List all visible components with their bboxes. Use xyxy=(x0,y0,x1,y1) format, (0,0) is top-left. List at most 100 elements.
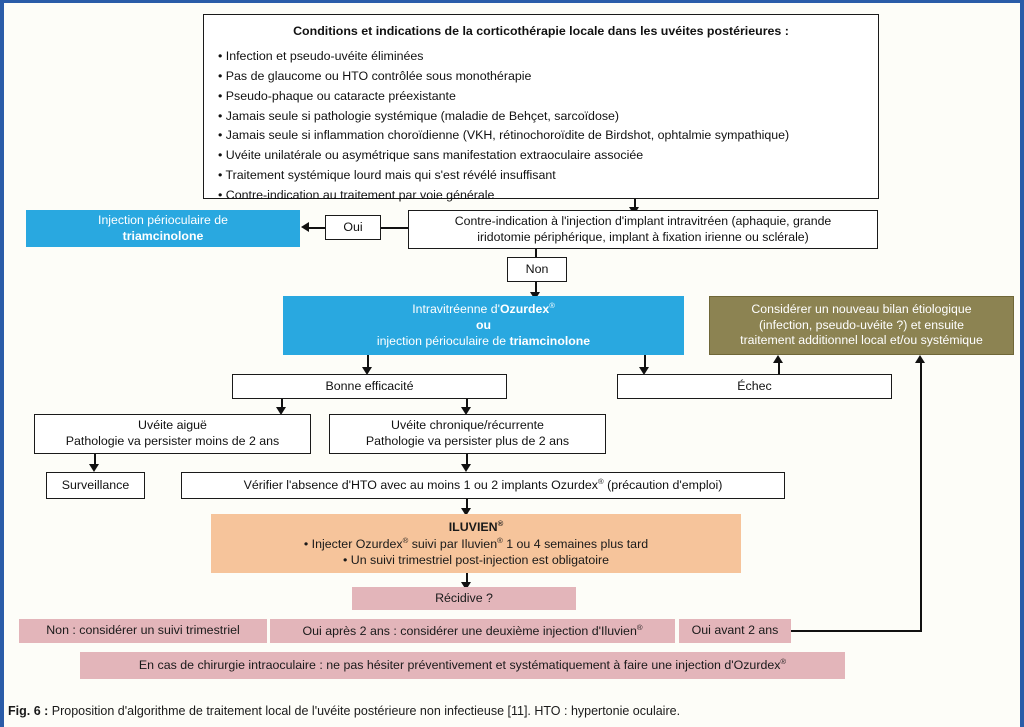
answer-yes-before-box: Oui avant 2 ans xyxy=(679,619,791,643)
condition-item: • Jamais seule si pathologie systémique … xyxy=(218,108,620,123)
good-efficacy-label: Bonne efficacité xyxy=(325,378,414,393)
ozurdex-line-1: Intravitréenne d'Ozurdex® xyxy=(412,301,555,318)
recurrence-box: Récidive ? xyxy=(352,587,576,610)
contraindication-line-2: iridotomie périphérique, implant à fixat… xyxy=(477,229,809,244)
verify-hto-box: Vérifier l'absence d'HTO avec au moins 1… xyxy=(181,472,785,499)
ozurdex-treatment-box: Intravitréenne d'Ozurdex® ou injection p… xyxy=(283,296,684,355)
iluvien-title-text: ILUVIEN xyxy=(448,519,498,534)
oui-decision-box: Oui xyxy=(325,215,381,240)
condition-item: • Jamais seule si inflammation choroïdie… xyxy=(218,128,790,143)
acute-line-2: Pathologie va persister moins de 2 ans xyxy=(65,434,280,448)
connector-conditions-to-contraindication xyxy=(634,199,637,210)
connector-ozurdex-to-failure xyxy=(644,355,647,369)
chronic-line-2: Pathologie va persister plus de 2 ans xyxy=(365,434,570,448)
failure-label: Échec xyxy=(737,378,772,393)
condition-item: • Infection et pseudo-uvéite éliminées xyxy=(218,48,424,63)
figure-caption-text: Proposition d'algorithme de traitement l… xyxy=(51,704,681,718)
connector-yes-before-horizontal xyxy=(791,630,922,633)
iluvien-title: ILUVIEN® xyxy=(449,519,504,536)
new-workup-box: Considérer un nouveau bilan étiologique … xyxy=(709,296,1014,355)
condition-item: • Traitement systémique lourd mais qui s… xyxy=(218,168,556,183)
contraindication-box: Contre-indication à l'injection d'implan… xyxy=(408,210,878,249)
ozurdex-line-3: injection périoculaire de triamcinolone xyxy=(377,334,590,350)
condition-item: • Pseudo-phaque ou cataracte préexistant… xyxy=(218,88,456,103)
registered-mark: ® xyxy=(636,622,643,632)
ozurdex-line-3-prefix: injection périoculaire de xyxy=(376,333,510,348)
arrowhead-down xyxy=(461,582,471,590)
arrowhead-left xyxy=(301,222,309,232)
connector-efficacy-to-acute xyxy=(281,399,284,410)
conditions-title: Conditions et indications de la corticot… xyxy=(293,24,789,38)
answer-yes-after-box: Oui après 2 ans : considérer une deuxièm… xyxy=(270,619,675,643)
ozurdex-brand: Ozurdex xyxy=(499,302,550,317)
iluvien-bullet-1a: • Injecter Ozurdex xyxy=(303,536,403,551)
non-decision-box: Non xyxy=(507,257,567,282)
connector-contraindication-to-non xyxy=(535,249,538,257)
chronic-line-1: Uvéite chronique/récurrente xyxy=(391,418,544,433)
connector-iluvien-to-recurrence xyxy=(466,573,469,586)
conditions-bullets: • Infection et pseudo-uvéite éliminées •… xyxy=(218,49,864,204)
periocular-injection-box: Injection périoculaire de triamcinolone xyxy=(26,210,300,247)
figure-number: Fig. 6 : xyxy=(8,704,49,718)
connector-ozurdex-to-efficacy xyxy=(367,355,370,369)
arrowhead-down xyxy=(89,464,99,472)
arrowhead-down xyxy=(276,407,286,415)
contraindication-line-1: Contre-indication à l'injection d'implan… xyxy=(454,213,832,228)
condition-item: • Contre-indication au traitement par vo… xyxy=(218,188,495,202)
iluvien-bullet-1b: suivi par Iluvien xyxy=(408,536,498,551)
surgery-note-text: En cas de chirurgie intraoculaire : ne p… xyxy=(139,657,786,674)
workup-line-2: (infection, pseudo-uvéite ?) et ensuite xyxy=(758,317,965,332)
registered-mark: ® xyxy=(402,535,409,545)
verify-hto-suffix: (précaution d'emploi) xyxy=(603,478,723,493)
condition-item: • Pas de glaucome ou HTO contrôlée sous … xyxy=(218,68,532,83)
connector-non-to-ozurdex xyxy=(535,282,538,295)
answer-yes-before-label: Oui avant 2 ans xyxy=(691,623,779,638)
registered-mark: ® xyxy=(497,535,503,545)
periocular-line-1: Injection périoculaire de xyxy=(98,212,228,227)
arrowhead-down xyxy=(461,464,471,472)
iluvien-bullet-1: • Injecter Ozurdex® suivi par Iluvien® 1… xyxy=(304,536,648,553)
iluvien-bullet-1c: 1 ou 4 semaines plus tard xyxy=(502,536,649,551)
arrowhead-down xyxy=(362,367,372,375)
connector-verify-to-iluvien xyxy=(466,499,469,511)
workup-line-1: Considérer un nouveau bilan étiologique xyxy=(751,301,972,316)
answer-yes-after-text: Oui après 2 ans : considérer une deuxièm… xyxy=(302,623,642,640)
answer-no-box: Non : considérer un suivi trimestriel xyxy=(19,619,267,643)
ozurdex-line-1-prefix: Intravitréenne d' xyxy=(412,302,500,317)
good-efficacy-box: Bonne efficacité xyxy=(232,374,507,399)
connector-efficacy-to-chronic xyxy=(466,399,469,410)
connector-contraindication-to-oui xyxy=(381,227,408,230)
connector-acute-to-surveillance xyxy=(94,454,97,467)
condition-item: • Uvéite unilatérale ou asymétrique sans… xyxy=(218,148,644,163)
registered-mark: ® xyxy=(597,477,604,486)
non-label: Non xyxy=(525,261,549,276)
oui-label: Oui xyxy=(343,219,363,234)
connector-failure-to-workup xyxy=(778,358,781,374)
registered-mark: ® xyxy=(780,657,787,666)
connector-oui-to-periocular xyxy=(309,227,326,230)
connector-yes-before-vertical xyxy=(920,362,923,631)
registered-mark: ® xyxy=(497,518,504,528)
arrowhead-down xyxy=(639,367,649,375)
surgery-note-box: En cas de chirurgie intraoculaire : ne p… xyxy=(80,652,845,679)
arrowhead-down xyxy=(461,407,471,415)
figure-caption: Fig. 6 : Proposition d'algorithme de tra… xyxy=(8,704,1018,718)
periocular-line-2: triamcinolone xyxy=(122,228,204,243)
acute-line-1: Uvéite aiguë xyxy=(138,418,207,433)
iluvien-box: ILUVIEN® • Injecter Ozurdex® suivi par I… xyxy=(211,514,741,573)
failure-box: Échec xyxy=(617,374,892,399)
recurrence-label: Récidive ? xyxy=(435,590,493,605)
ozurdex-line-2-ou: ou xyxy=(475,318,492,333)
conditions-box: Conditions et indications de la corticot… xyxy=(203,14,879,202)
triamcinolone-label: triamcinolone xyxy=(509,333,591,348)
verify-hto-text: Vérifier l'absence d'HTO avec au moins 1… xyxy=(244,477,723,494)
connector-chronic-to-verify xyxy=(466,454,469,467)
answer-no-label: Non : considérer un suivi trimestriel xyxy=(46,623,240,638)
iluvien-bullet-2: • Un suivi trimestriel post-injection es… xyxy=(342,552,610,567)
verify-hto-prefix: Vérifier l'absence d'HTO avec au moins 1… xyxy=(243,478,598,493)
arrowhead-up xyxy=(773,355,783,363)
registered-mark: ® xyxy=(549,301,555,311)
surveillance-box: Surveillance xyxy=(46,472,145,499)
surgery-note-label: En cas de chirurgie intraoculaire : ne p… xyxy=(138,658,781,673)
